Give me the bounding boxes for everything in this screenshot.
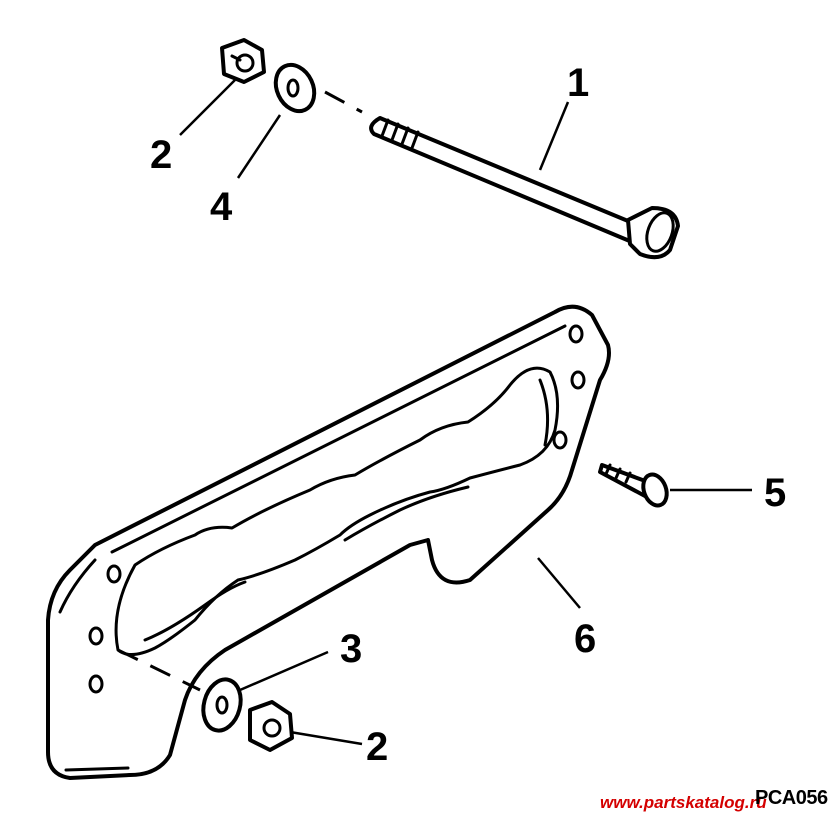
leader-1 <box>538 101 570 171</box>
callout-2-top: 2 <box>150 133 172 177</box>
washer-part-4 <box>273 62 317 114</box>
leader-lines <box>179 79 752 746</box>
callout-3: 3 <box>340 627 362 671</box>
leader-2b <box>289 730 363 746</box>
plate-hole <box>570 370 586 390</box>
plate-hole <box>88 626 104 646</box>
callout-6: 6 <box>574 617 596 661</box>
leader-2a <box>179 79 236 136</box>
callout-4: 4 <box>210 185 233 229</box>
bolt-part-1 <box>369 116 680 260</box>
watermark-text: www.partskatalog.ru <box>600 793 767 812</box>
nut-part-2-top <box>220 38 266 84</box>
mounting-plate-part-6 <box>46 304 611 780</box>
callout-2-bottom: 2 <box>366 725 388 769</box>
screw-part-5 <box>598 463 669 508</box>
nut-part-2-bottom <box>248 700 294 752</box>
plate-hole <box>552 430 568 450</box>
assembly-line <box>324 90 363 114</box>
washer-part-3 <box>201 677 243 733</box>
leader-3 <box>239 650 329 692</box>
plate-hole <box>568 324 584 344</box>
plate-hole <box>106 564 122 584</box>
drawing-code: PCA056 <box>755 787 828 809</box>
callout-5: 5 <box>764 471 786 515</box>
assembly-line <box>117 648 201 692</box>
plate-hole <box>88 674 104 694</box>
leader-6 <box>537 557 581 609</box>
leader-4 <box>236 114 282 179</box>
callout-1: 1 <box>567 61 589 105</box>
